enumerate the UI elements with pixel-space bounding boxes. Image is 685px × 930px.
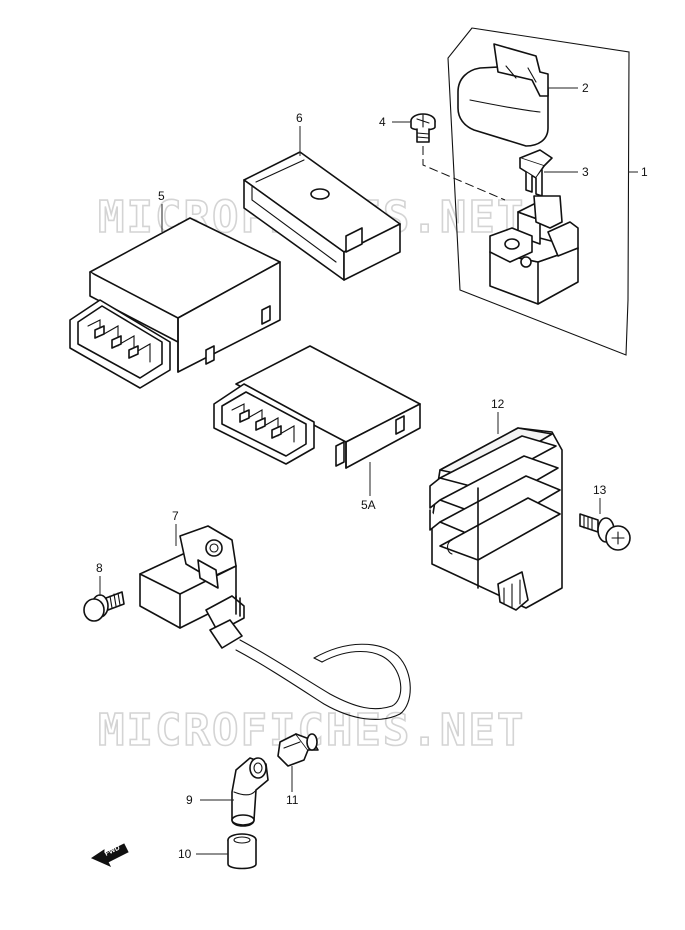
callout-5a: 5A (361, 498, 376, 512)
callout-11: 11 (286, 793, 299, 807)
callout-1: 1 (641, 165, 648, 179)
callout-4: 4 (379, 115, 386, 129)
callout-5: 5 (158, 189, 165, 203)
spark-plug-boot[interactable] (227, 833, 257, 870)
ecm-unit[interactable] (69, 217, 281, 389)
regulator-rectifier[interactable] (429, 427, 563, 611)
callout-7: 7 (172, 509, 179, 523)
high-tension-lead (235, 639, 411, 720)
ignition-coil[interactable] (139, 525, 245, 649)
coil-mounting-bolt[interactable] (83, 591, 125, 622)
ecm-unit-5a[interactable] (213, 345, 421, 469)
callout-12: 12 (491, 397, 505, 411)
spark-plug-cap[interactable] (231, 757, 269, 827)
starter-relay-assembly-frame (447, 27, 630, 356)
forward-direction-arrow: FWD (90, 843, 129, 868)
ecm-cover[interactable] (243, 151, 401, 281)
callout-13: 13 (593, 483, 607, 497)
fuse[interactable] (519, 149, 553, 197)
callout-9: 9 (186, 793, 193, 807)
screw-guide-line (422, 146, 506, 201)
callout-3: 3 (582, 165, 589, 179)
relay-cover[interactable] (457, 43, 549, 147)
callout-8: 8 (96, 561, 103, 575)
callout-2: 2 (582, 81, 589, 95)
callout-6: 6 (296, 111, 303, 125)
callout-10: 10 (178, 847, 192, 861)
plug-lead-connector[interactable] (277, 733, 319, 767)
starter-relay[interactable] (489, 195, 579, 305)
regulator-mounting-bolt[interactable] (579, 513, 631, 551)
relay-mounting-screw[interactable] (410, 113, 436, 143)
